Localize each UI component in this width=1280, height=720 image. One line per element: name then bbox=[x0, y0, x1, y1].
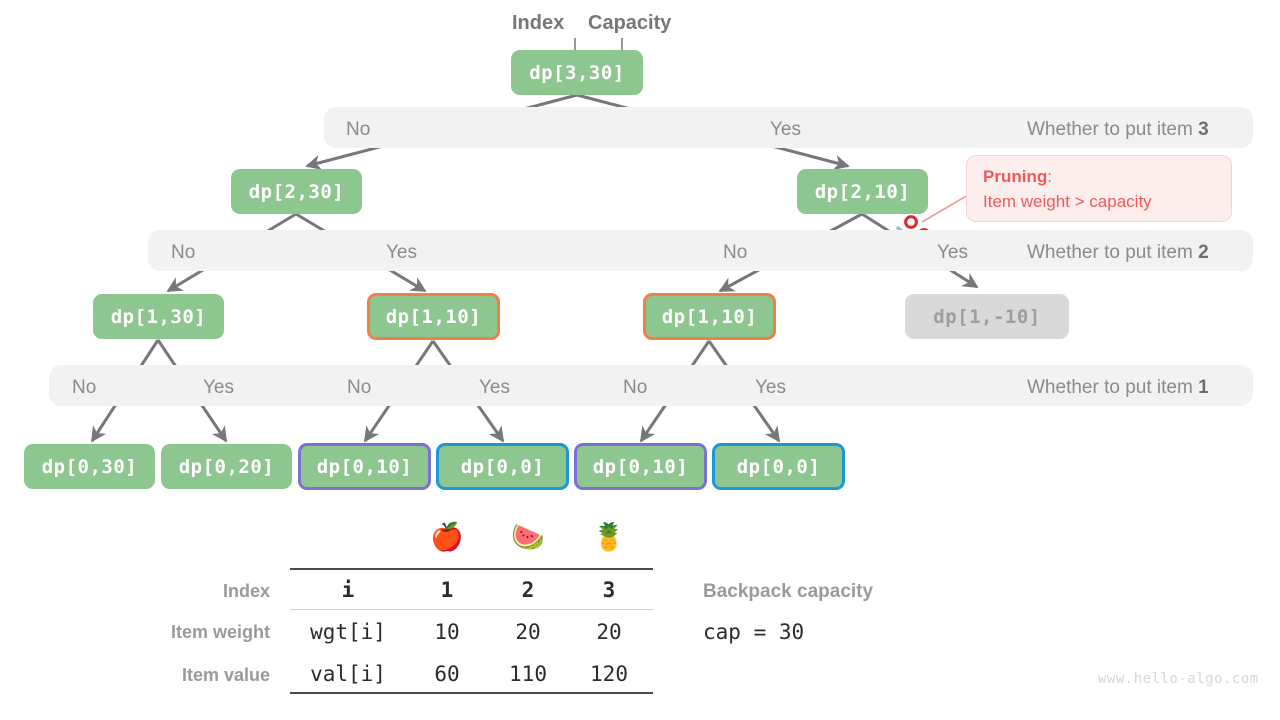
band3-question-num: 3 bbox=[1198, 119, 1209, 140]
band1-question-text: Whether to put item bbox=[1027, 377, 1199, 398]
tree-leaf-dp0-0-right[interactable]: dp[0,0] bbox=[712, 443, 845, 490]
watermelon-emoji: 🍉 bbox=[511, 522, 545, 552]
decision-band-item2 bbox=[148, 230, 1253, 271]
tree-leaf-dp0-10-left[interactable]: dp[0,10] bbox=[298, 443, 431, 490]
band1-choice-no-1: No bbox=[72, 377, 97, 398]
table-index-1: 1 bbox=[440, 578, 454, 602]
band1-question: Whether to put item 1 bbox=[1027, 378, 1209, 397]
band1-question-num: 1 bbox=[1198, 377, 1209, 398]
table-header-rule bbox=[290, 609, 653, 610]
band3-question: Whether to put item 3 bbox=[1027, 120, 1209, 139]
table-var-i: i bbox=[341, 578, 355, 602]
band2-choice-yes-1: Yes bbox=[386, 242, 417, 263]
band2-choice-no-2: No bbox=[723, 242, 748, 263]
tree-node-dp1-30[interactable]: dp[1,30] bbox=[93, 294, 224, 339]
table-weight-3: 20 bbox=[596, 620, 622, 644]
band1-choice-yes-3: Yes bbox=[755, 377, 786, 398]
tree-leaf-dp0-30[interactable]: dp[0,30] bbox=[24, 444, 155, 489]
band2-choice-no-1: No bbox=[171, 242, 196, 263]
band1-choice-yes-2: Yes bbox=[479, 377, 510, 398]
band1-choice-no-2: No bbox=[347, 377, 372, 398]
band3-question-text: Whether to put item bbox=[1027, 119, 1199, 140]
band3-choice-no: No bbox=[346, 119, 371, 140]
row-label-item-weight: Item weight bbox=[170, 622, 270, 642]
watermark: www.hello-algo.com bbox=[1098, 671, 1259, 687]
pruning-title: Pruning bbox=[983, 167, 1048, 186]
pineapple-emoji: 🍍 bbox=[592, 522, 626, 552]
capacity-header-label: Capacity bbox=[588, 12, 672, 34]
tree-leaf-dp0-0-left[interactable]: dp[0,0] bbox=[436, 443, 569, 490]
table-top-rule bbox=[290, 568, 653, 570]
header-tick-marks bbox=[574, 38, 623, 52]
tree-leaf-dp0-20[interactable]: dp[0,20] bbox=[161, 444, 292, 489]
band3-choice-yes: Yes bbox=[770, 119, 801, 140]
decision-band-item3 bbox=[324, 107, 1253, 148]
table-index-3: 3 bbox=[602, 578, 616, 602]
tree-node-dp2-10[interactable]: dp[2,10] bbox=[797, 169, 928, 214]
table-var-val: val[i] bbox=[310, 662, 386, 686]
band2-question-num: 2 bbox=[1198, 242, 1209, 263]
decision-band-item1 bbox=[49, 365, 1253, 406]
tree-node-dp1-neg10[interactable]: dp[1,-10] bbox=[905, 294, 1069, 339]
band2-choice-yes-2: Yes bbox=[937, 242, 968, 263]
band1-choice-no-3: No bbox=[623, 377, 648, 398]
row-label-index: Index bbox=[222, 581, 270, 601]
table-value-2: 110 bbox=[509, 662, 547, 686]
band2-question-text: Whether to put item bbox=[1027, 242, 1199, 263]
row-label-item-value: Item value bbox=[181, 665, 270, 685]
table-index-2: 2 bbox=[521, 578, 535, 602]
apple-emoji: 🍎 bbox=[430, 522, 464, 552]
band1-choice-yes-1: Yes bbox=[203, 377, 234, 398]
band2-question: Whether to put item 2 bbox=[1027, 243, 1209, 262]
table-value-3: 120 bbox=[590, 662, 628, 686]
pruning-detail: Item weight > capacity bbox=[983, 191, 1152, 211]
tree-node-dp2-30[interactable]: dp[2,30] bbox=[231, 169, 362, 214]
pruning-colon: : bbox=[1047, 167, 1052, 186]
tree-node-root[interactable]: dp[3,30] bbox=[511, 50, 643, 95]
tree-node-dp1-10-left[interactable]: dp[1,10] bbox=[367, 293, 500, 340]
pruning-callout: Pruning: Item weight > capacity bbox=[966, 155, 1232, 222]
table-bottom-rule bbox=[290, 692, 653, 694]
tree-node-dp1-10-right[interactable]: dp[1,10] bbox=[643, 293, 776, 340]
backpack-capacity-value: cap = 30 bbox=[703, 620, 805, 644]
index-header-label: Index bbox=[512, 12, 565, 34]
backpack-capacity-title: Backpack capacity bbox=[703, 581, 874, 602]
tree-leaf-dp0-10-right[interactable]: dp[0,10] bbox=[574, 443, 707, 490]
table-value-1: 60 bbox=[434, 662, 460, 686]
table-weight-1: 10 bbox=[434, 620, 460, 644]
table-var-wgt: wgt[i] bbox=[310, 620, 386, 644]
pruning-title-line: Pruning: bbox=[983, 165, 1217, 190]
table-weight-2: 20 bbox=[515, 620, 541, 644]
